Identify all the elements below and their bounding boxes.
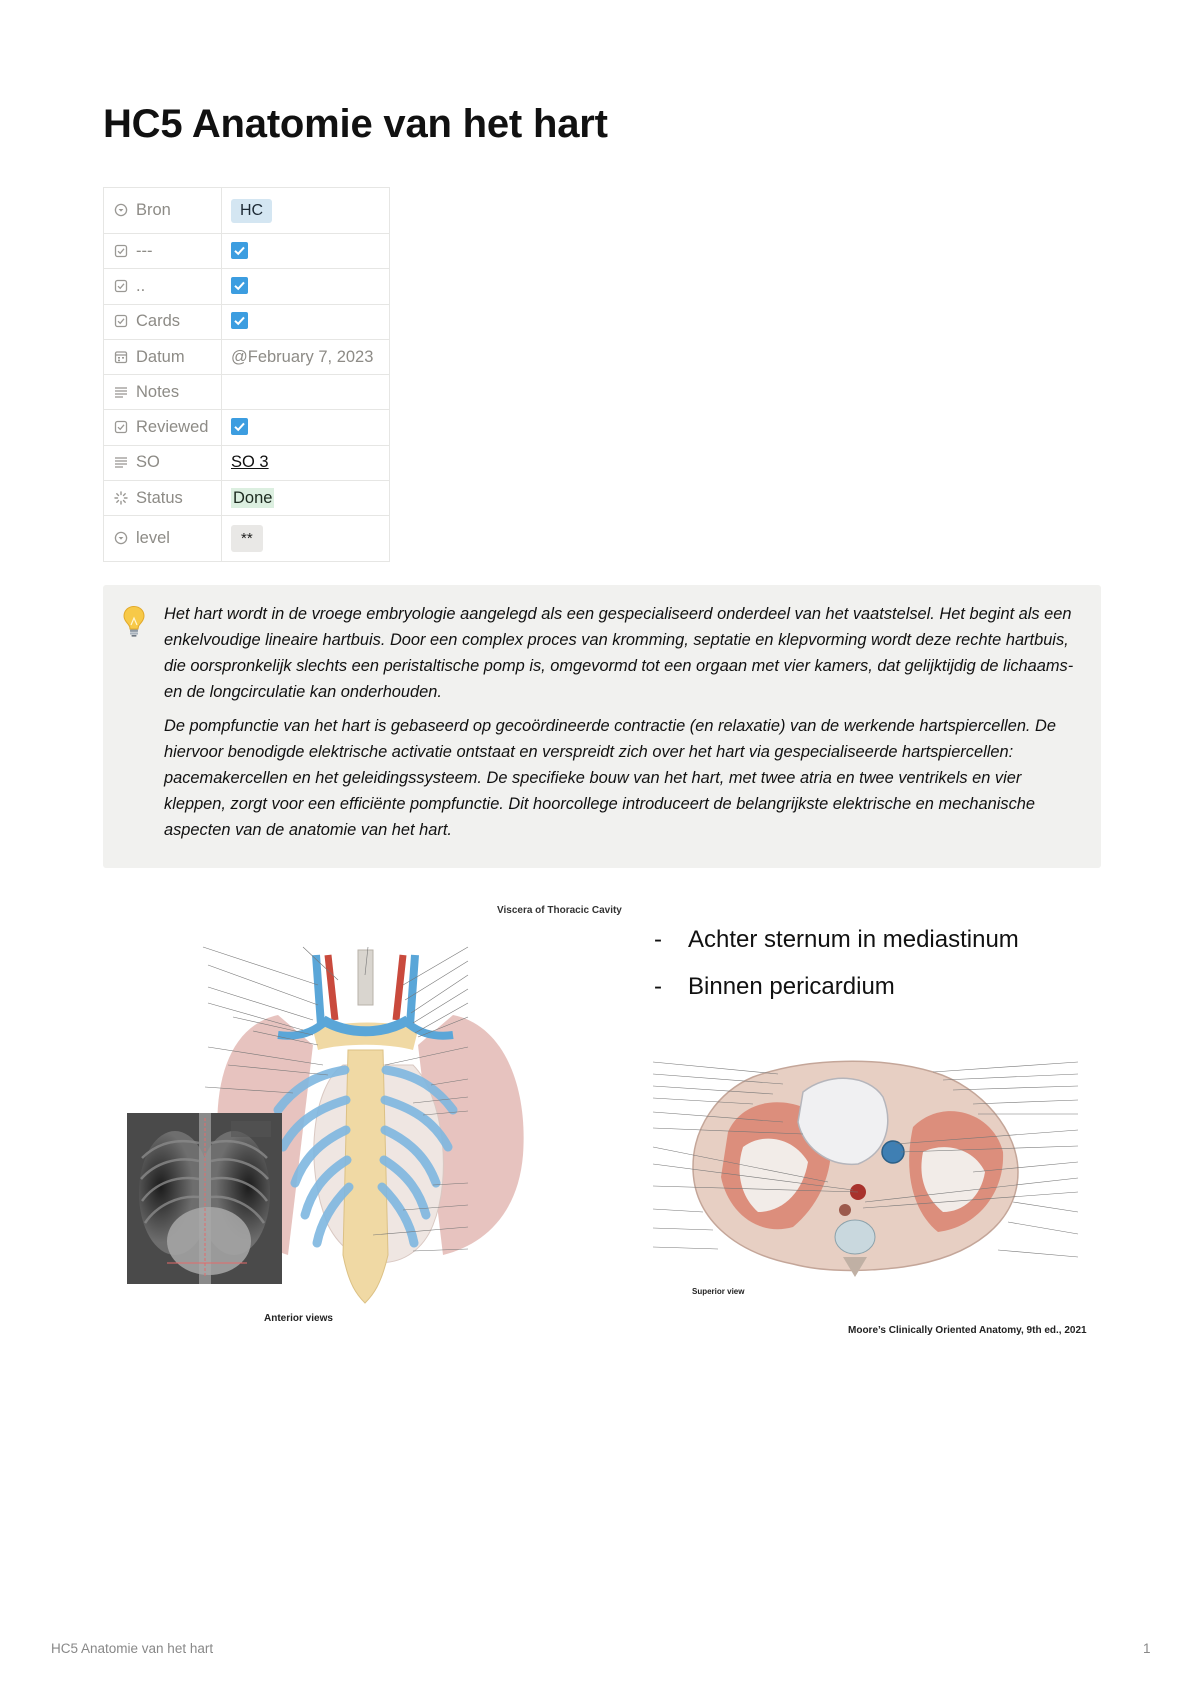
slide-bullet: -Binnen pericardium: [654, 973, 895, 1000]
property-row-notes[interactable]: Notes: [103, 374, 390, 411]
page-title: HC5 Anatomie van het hart: [103, 102, 608, 146]
slide-bullet: -Achter sternum in mediastinum: [654, 926, 1019, 953]
property-row-so[interactable]: SO SO 3: [103, 444, 390, 482]
select-icon: [114, 203, 128, 217]
checked-checkbox[interactable]: [231, 276, 248, 294]
property-key: Reviewed: [103, 409, 222, 446]
property-value[interactable]: [221, 409, 390, 446]
property-value[interactable]: Done: [221, 480, 390, 517]
citation: Moore’s Clinically Oriented Anatomy, 9th…: [848, 1325, 1087, 1336]
property-key: Bron: [103, 187, 222, 234]
status-badge[interactable]: Done: [231, 487, 275, 508]
source-tag[interactable]: HC: [231, 198, 273, 223]
thorax-cross-section-illustration: [652, 1060, 1079, 1277]
level-tag[interactable]: **: [231, 525, 263, 553]
properties-table: Bron HC --- .. Cards Datum @February 7, …: [103, 187, 390, 563]
page-number: 1: [1143, 1641, 1151, 1656]
right-caption: Superior view: [692, 1287, 745, 1296]
property-value[interactable]: [221, 268, 390, 305]
checkbox-icon: [114, 244, 128, 257]
callout-block: Het hart wordt in de vroege embryologie …: [103, 585, 1101, 868]
checked-checkbox[interactable]: [231, 418, 248, 436]
date-value[interactable]: @February 7, 2023: [231, 347, 374, 366]
property-key: level: [103, 515, 222, 563]
checkbox-icon: [114, 279, 128, 293]
select-icon: [114, 532, 128, 545]
calendar-icon: [114, 350, 128, 363]
property-key: Datum: [103, 338, 222, 376]
text-icon: [115, 457, 127, 469]
property-row-cards[interactable]: Cards: [103, 303, 390, 340]
checked-checkbox[interactable]: [231, 241, 248, 259]
so-link[interactable]: SO 3: [231, 453, 269, 472]
property-key: SO: [103, 444, 222, 482]
property-row-dashes[interactable]: ---: [103, 232, 390, 270]
property-row-dots[interactable]: ..: [103, 268, 390, 305]
property-value[interactable]: [221, 232, 390, 270]
lightbulb-icon: [123, 605, 145, 637]
property-key: Notes: [103, 374, 222, 411]
property-value[interactable]: [221, 303, 390, 340]
footer-title: HC5 Anatomie van het hart: [51, 1641, 214, 1656]
thoracic-anterior-illustration: [202, 946, 524, 1304]
property-row-level[interactable]: level **: [103, 515, 390, 563]
property-value[interactable]: [221, 374, 390, 411]
callout-paragraph-1: Het hart wordt in de vroege embryologie …: [164, 605, 1074, 701]
checkbox-icon: [114, 420, 128, 434]
anatomy-slide: Viscera of Thoracic Cavity: [113, 900, 1098, 1345]
property-value[interactable]: **: [221, 515, 390, 563]
property-value[interactable]: HC: [221, 187, 390, 234]
property-row-reviewed[interactable]: Reviewed: [103, 409, 390, 446]
text-icon: [115, 387, 127, 398]
property-key: ---: [103, 232, 222, 270]
chest-xray-image: [127, 1113, 282, 1284]
property-key: ..: [103, 268, 222, 305]
property-value[interactable]: SO 3: [221, 444, 390, 482]
callout-paragraph-2: De pompfunctie van het hart is gebaseerd…: [164, 717, 1056, 839]
figure-title: Viscera of Thoracic Cavity: [497, 905, 622, 916]
property-row-bron[interactable]: Bron HC: [103, 187, 390, 234]
checkbox-icon: [114, 315, 128, 328]
status-icon: [114, 491, 128, 505]
property-key: Cards: [103, 303, 222, 340]
checked-checkbox[interactable]: [231, 312, 248, 330]
property-value[interactable]: @February 7, 2023: [221, 338, 390, 376]
left-caption: Anterior views: [264, 1313, 333, 1324]
property-key: Status: [103, 480, 222, 517]
property-row-datum[interactable]: Datum @February 7, 2023: [103, 338, 390, 376]
property-row-status[interactable]: Status Done: [103, 480, 390, 517]
